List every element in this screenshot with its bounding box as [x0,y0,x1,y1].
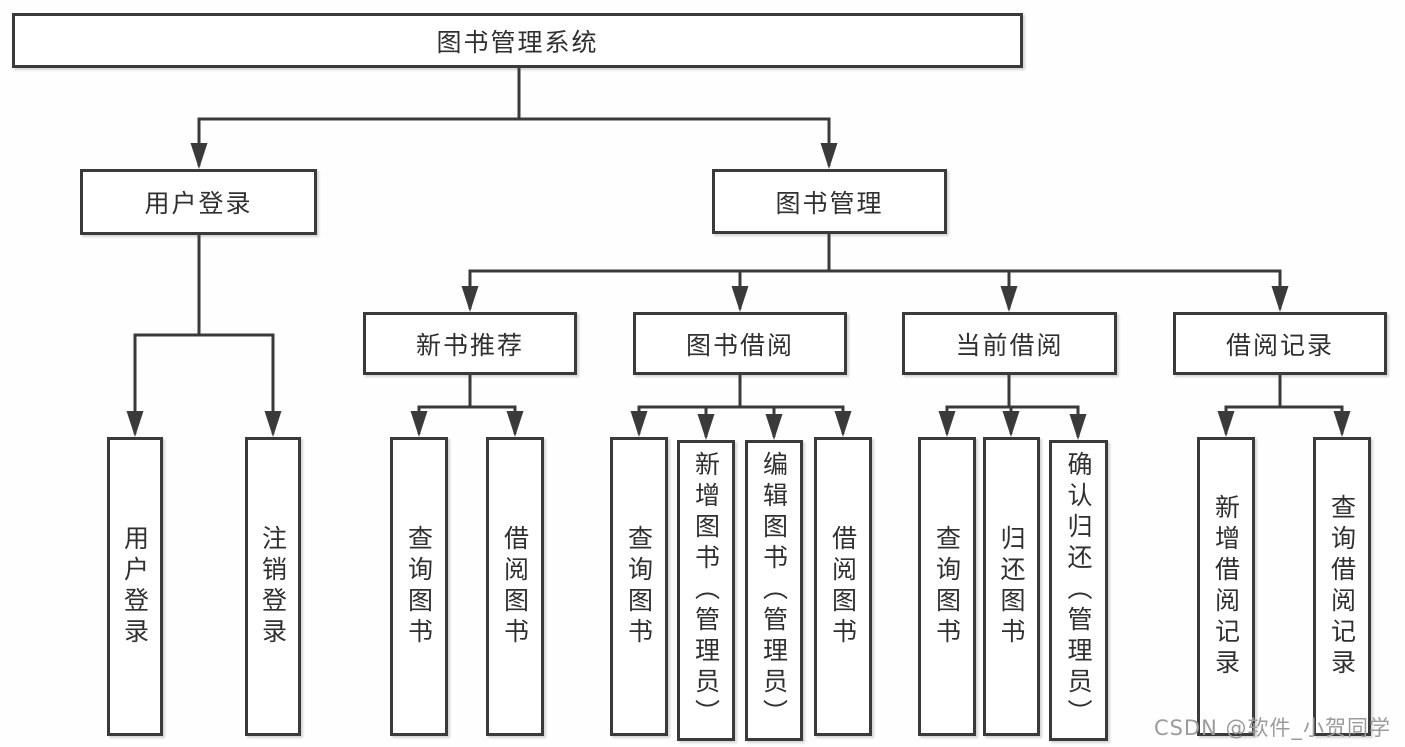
leaf-logout: 注销登录 [245,437,301,736]
node-label: 新书推荐 [415,330,524,360]
node-label: 图书管理 [775,188,884,218]
node-label: 借阅图书 [828,524,858,649]
node-label: 归还图书 [997,524,1026,649]
node-system-root: 图书管理系统 [12,13,1023,68]
leaf-add-borrow-record: 新增借阅记录 [1197,437,1255,736]
leaf-query-books: 查询图书 [390,437,448,736]
node-book-borrow: 图书借阅 [633,312,847,375]
node-label: 用户登录 [144,189,253,218]
leaf-add-books-admin: 新增图书（管理员） [677,440,735,741]
leaf-borrow-books: 借阅图书 [814,437,872,736]
node-label: 查询图书 [624,524,654,649]
node-label: 查询借阅记录 [1327,493,1357,680]
leaf-query-books: 查询图书 [918,437,976,736]
node-book-management-module: 图书管理 [712,169,947,234]
leaf-return-books: 归还图书 [983,437,1040,736]
node-label: 新增借阅记录 [1211,493,1241,680]
node-label: 借阅记录 [1225,330,1334,360]
arrowheads [126,143,1351,440]
node-label: 编辑图书（管理员） [759,451,789,730]
leaf-borrow-books: 借阅图书 [486,437,544,736]
node-label: 新增图书（管理员） [691,451,721,730]
node-borrow-history: 借阅记录 [1173,312,1387,375]
node-label: 用户登录 [120,524,150,649]
leaf-query-borrow-record: 查询借阅记录 [1313,437,1371,736]
csdn-watermark: CSDN @软件_小贺同学 [1153,716,1391,740]
leaf-user-login: 用户登录 [107,437,163,736]
node-label: 查询图书 [404,524,434,649]
leaf-confirm-return-admin: 确认归还（管理员） [1049,440,1108,741]
node-label: 查询图书 [932,524,962,649]
node-label: 确认归还（管理员） [1064,451,1093,730]
node-label: 借阅图书 [500,524,530,649]
leaf-edit-books-admin: 编辑图书（管理员） [745,440,803,741]
node-label: 注销登录 [258,524,288,649]
node-label: 图书借阅 [685,330,794,360]
node-new-book-recommend: 新书推荐 [363,312,577,375]
node-label: 当前借阅 [955,330,1064,360]
node-label: 图书管理系统 [436,27,599,57]
node-user-login-module: 用户登录 [80,169,317,235]
node-current-borrow: 当前借阅 [902,312,1117,375]
leaf-query-books: 查询图书 [610,437,668,736]
